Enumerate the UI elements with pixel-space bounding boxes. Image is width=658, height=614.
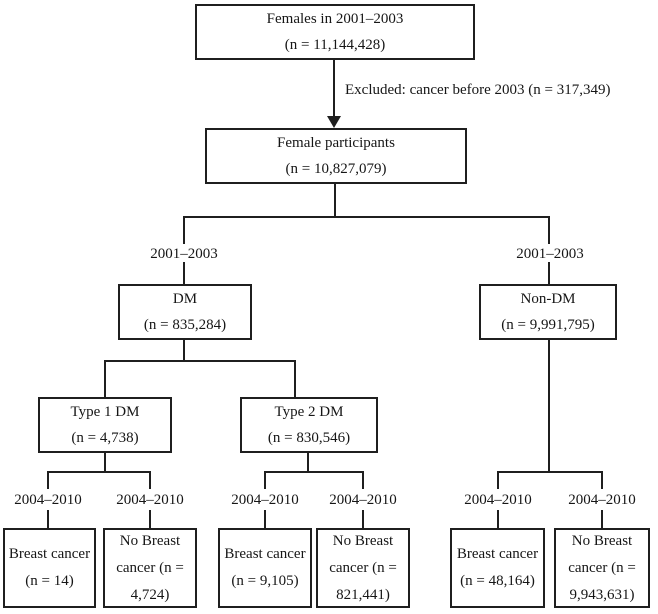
outcome-line: No Breast [571, 532, 633, 549]
outcome-line: 9,943,631) [569, 586, 635, 603]
connector-line [104, 360, 106, 398]
outcome-line: (n = 14) [25, 573, 74, 589]
connector-line [548, 262, 550, 286]
outcome-line: (n = 48,164) [460, 573, 535, 589]
outcome-line: (n = 9,105) [231, 573, 299, 589]
connector-line [548, 340, 550, 473]
node-participants-title: Female participants [277, 135, 395, 151]
node-dm-box: DM (n = 835,284) [118, 284, 252, 340]
node-participants-count: (n = 10,827,079) [285, 161, 387, 177]
outcome-line: 821,441) [336, 586, 390, 603]
node-dm-count: (n = 835,284) [143, 317, 227, 333]
node-dm-title: DM [172, 291, 198, 307]
outcome-t1dm-no-breast-cancer-box: No Breast cancer (n = 4,724) [103, 528, 197, 608]
node-type2-dm-title: Type 2 DM [274, 404, 344, 420]
connector-line [47, 471, 49, 489]
connector-line [294, 360, 296, 398]
connector-line [333, 60, 335, 118]
connector-line [47, 471, 151, 473]
connector-line [183, 262, 185, 286]
outcome-t2dm-breast-cancer-box: Breast cancer (n = 9,105) [218, 528, 312, 608]
followup-label: 2004–2010 [464, 492, 532, 508]
connector-line [548, 216, 550, 244]
connector-line [264, 510, 266, 529]
connector-line [149, 471, 151, 489]
connector-line [601, 471, 603, 489]
connector-line [497, 471, 603, 473]
excluded-label: Excluded: cancer before 2003 (n = 317,34… [345, 82, 611, 98]
followup-label: 2004–2010 [329, 492, 397, 508]
outcome-line: Breast cancer [8, 546, 91, 562]
outcome-line: cancer (n = [568, 559, 636, 576]
connector-line [47, 510, 49, 529]
connector-line [307, 453, 309, 473]
connector-line [104, 360, 296, 362]
connector-line [362, 510, 364, 529]
connector-line [264, 471, 266, 489]
node-nondm-box: Non-DM (n = 9,991,795) [479, 284, 617, 340]
connector-line [183, 216, 550, 218]
outcome-t1dm-breast-cancer-box: Breast cancer (n = 14) [3, 528, 96, 608]
arrow-down-icon [327, 116, 341, 128]
followup-label: 2004–2010 [231, 492, 299, 508]
outcome-t2dm-no-breast-cancer-box: No Breast cancer (n = 821,441) [316, 528, 410, 608]
connector-line [497, 510, 499, 529]
node-females-box: Females in 2001–2003 (n = 11,144,428) [195, 4, 475, 60]
outcome-line: No Breast [119, 532, 181, 549]
outcome-line: 4,724) [130, 586, 170, 603]
outcome-nondm-breast-cancer-box: Breast cancer (n = 48,164) [450, 528, 545, 608]
connector-line [601, 510, 603, 529]
connector-line [497, 471, 499, 489]
node-type1-dm-count: (n = 4,738) [71, 430, 139, 446]
connector-line [149, 510, 151, 529]
period-label-dm-branch: 2001–2003 [150, 246, 218, 262]
connector-line [362, 471, 364, 489]
node-type1-dm-title: Type 1 DM [70, 404, 140, 420]
outcome-line: cancer (n = [329, 559, 397, 576]
connector-line [183, 216, 185, 244]
outcome-line: Breast cancer [224, 546, 306, 562]
node-nondm-title: Non-DM [520, 291, 576, 307]
node-participants-box: Female participants (n = 10,827,079) [205, 128, 467, 184]
outcome-line: Breast cancer [456, 546, 539, 562]
outcome-nondm-no-breast-cancer-box: No Breast cancer (n = 9,943,631) [554, 528, 650, 608]
node-type1-dm-box: Type 1 DM (n = 4,738) [38, 397, 172, 453]
node-type2-dm-box: Type 2 DM (n = 830,546) [240, 397, 378, 453]
node-type2-dm-count: (n = 830,546) [267, 430, 351, 446]
connector-line [183, 340, 185, 362]
node-females-title: Females in 2001–2003 [266, 11, 404, 27]
connector-line [104, 453, 106, 473]
connector-line [264, 471, 364, 473]
connector-line [334, 184, 336, 218]
followup-label: 2004–2010 [14, 492, 82, 508]
followup-label: 2004–2010 [568, 492, 636, 508]
outcome-line: cancer (n = [116, 559, 184, 576]
node-nondm-count: (n = 9,991,795) [501, 317, 595, 333]
followup-label: 2004–2010 [116, 492, 184, 508]
period-label-nondm-branch: 2001–2003 [516, 246, 584, 262]
node-females-count: (n = 11,144,428) [284, 37, 386, 53]
outcome-line: No Breast [332, 532, 394, 549]
